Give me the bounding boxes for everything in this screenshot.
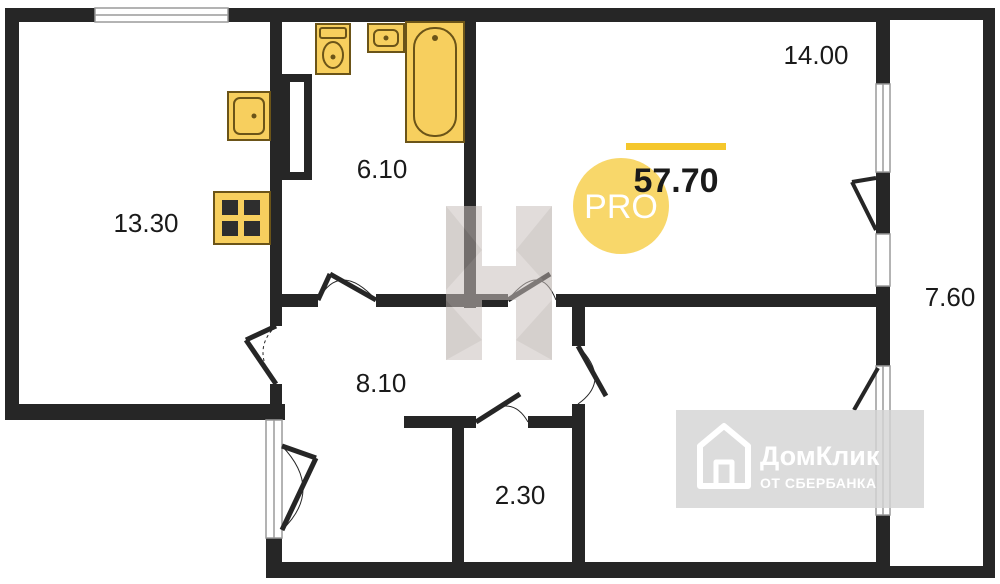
interior-walls xyxy=(270,8,878,566)
kitchen-sink-icon xyxy=(227,91,271,141)
wall-top-main xyxy=(228,8,890,22)
wall-kitchen-hall-lower xyxy=(270,384,282,420)
center-watermark-logo xyxy=(446,206,552,360)
area-closet: 2.30 xyxy=(495,480,546,510)
wall-left xyxy=(5,8,19,420)
house-icon xyxy=(697,423,751,489)
wall-right-lower xyxy=(876,515,890,578)
wall-right-upper xyxy=(876,8,890,84)
pro-label: PRO xyxy=(584,188,658,226)
ventilation-shaft xyxy=(282,74,312,180)
bathtub-icon xyxy=(405,21,465,143)
area-hallway: 8.10 xyxy=(356,368,407,398)
doors xyxy=(243,176,880,532)
door-closet xyxy=(474,391,529,425)
total-area: 57.70 xyxy=(633,162,718,200)
watermark-subtitle: ОТ СБЕРБАНКА xyxy=(760,475,877,491)
door-balcony-upper xyxy=(850,176,878,231)
door-bathroom xyxy=(315,271,378,303)
watermark-box xyxy=(676,410,924,508)
door-kitchen xyxy=(243,323,279,386)
door-balcony-lower xyxy=(852,367,880,411)
wall-right-mid xyxy=(876,172,890,234)
door-entrance xyxy=(279,443,319,532)
wall-corridor-left xyxy=(270,294,318,307)
wall-kitchen-bottom xyxy=(5,404,285,420)
balcony-walls xyxy=(885,8,995,578)
door-bedroom xyxy=(575,344,609,405)
wall-hall-left-bottom xyxy=(266,538,282,578)
wall-closet-top-left xyxy=(404,416,476,428)
domclick-watermark: ДомКлик ОТ СБЕРБАНКА xyxy=(676,410,924,508)
area-balcony: 7.60 xyxy=(925,282,976,312)
area-bathroom: 6.10 xyxy=(357,154,408,184)
wall-corridor-right xyxy=(556,294,878,307)
wall-top-left xyxy=(5,8,95,22)
watermark-brand: ДомКлик xyxy=(760,441,880,471)
wall-right-mid2 xyxy=(876,286,890,366)
pro-circle xyxy=(573,158,669,254)
wall-hall-room-upper xyxy=(572,294,585,346)
stove-icon xyxy=(213,191,271,245)
area-living-room: 14.00 xyxy=(783,40,848,70)
fixtures xyxy=(213,21,465,245)
pro-badge: PRO xyxy=(573,158,669,254)
area-kitchen: 13.30 xyxy=(113,208,178,238)
exterior-walls xyxy=(5,8,890,578)
wall-bottom xyxy=(266,562,886,578)
toilet-icon xyxy=(315,23,351,75)
bathroom-sink-icon xyxy=(367,23,405,53)
wall-hall-room-lower xyxy=(572,404,585,566)
wall-closet-top-right xyxy=(528,416,580,428)
window-living-2 xyxy=(875,233,891,287)
wall-closet-left xyxy=(452,416,464,566)
wall-kitchen-bath xyxy=(270,8,282,326)
total-area-underline xyxy=(626,143,726,150)
